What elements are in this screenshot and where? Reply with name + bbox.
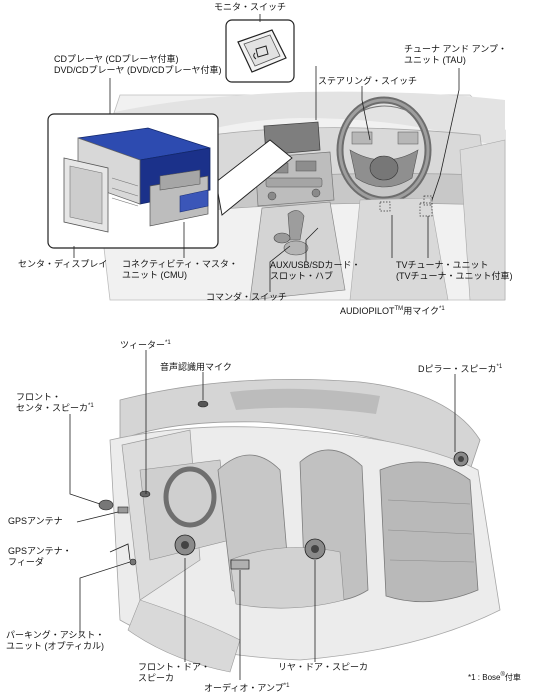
monitor-switch-inset: [225, 19, 295, 83]
label-parking-assist: パーキング・アシスト・ ユニット (オプティカル): [6, 630, 105, 651]
monitor-icon: [253, 45, 269, 60]
gps-antenna-marker: [117, 506, 129, 514]
parking-assist-marker: [129, 558, 137, 566]
label-center-display: センタ・ディスプレイ: [18, 259, 108, 269]
label-cd-player: CDプレーヤ (CDプレーヤ付車) DVD/CDプレーヤ (DVD/CDプレーヤ…: [54, 54, 222, 75]
label-audiopilot-mic: AUDIOPILOTTM用マイク*1: [340, 306, 445, 316]
label-tv-tuner: TVチューナ・ユニット (TVチューナ・ユニット付車): [396, 260, 513, 281]
voice-mic-marker: [197, 400, 209, 408]
label-gps-antenna: GPSアンテナ: [8, 516, 63, 526]
label-front-door-speaker: フロント・ドア・ スピーカ: [138, 662, 211, 683]
label-aux-usb-hub: AUX/USB/SDカード・ スロット・ハブ: [270, 260, 361, 281]
label-commander-switch: コマンダ・スイッチ: [206, 292, 288, 302]
footnote-bose: *1 : Bose®付車: [468, 672, 521, 682]
label-steering-switch: ステアリング・スイッチ: [318, 76, 418, 86]
label-monitor-switch: モニタ・スイッチ: [214, 2, 287, 12]
label-cmu: コネクティビティ・マスタ・ ユニット (CMU): [122, 259, 238, 280]
leader-lines: [69, 14, 460, 680]
tv-tuner-marker: [419, 202, 433, 217]
label-gps-feeder: GPSアンテナ・ フィーダ: [8, 546, 72, 567]
audio-amp-marker: [230, 559, 250, 570]
label-tuner-amp-unit: チューナ アンド アンプ・ ユニット (TAU): [404, 44, 508, 65]
label-tweeter: ツィーター*1: [120, 340, 171, 350]
audio-unit-inset: [47, 113, 219, 249]
tweeter-marker: [139, 490, 151, 498]
label-front-center-speaker: フロント・ センタ・スピーカ*1: [16, 392, 94, 413]
interior-illustration: [98, 378, 501, 673]
label-rear-door-speaker: リヤ・ドア・スピーカ: [278, 662, 369, 672]
tau-marker: [423, 195, 433, 206]
audiopilot-mic-marker: [379, 201, 391, 212]
label-audio-amp: オーディオ・アンプ*1: [204, 683, 290, 693]
label-d-pillar-speaker: Dピラー・スピーカ*1: [418, 364, 503, 374]
commander-knob: [273, 232, 291, 244]
front-center-speaker-marker: [98, 499, 114, 511]
label-voice-mic: 音声認識用マイク: [160, 362, 232, 372]
